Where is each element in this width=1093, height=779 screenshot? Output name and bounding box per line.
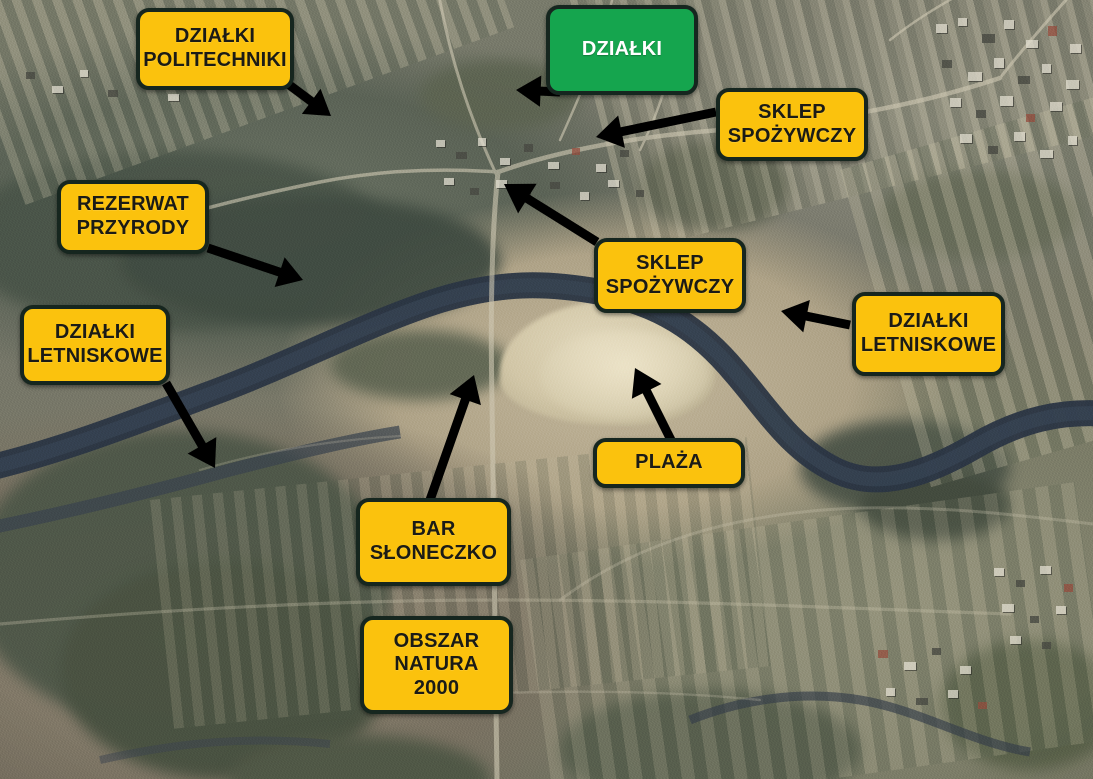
map-label-text-dzialki-letniskowe-prawo: DZIAŁKI LETNISKOWE: [860, 310, 997, 356]
map-label-text-bar-sloneczko: BAR SŁONECZKO: [369, 518, 498, 564]
map-label-dzialki-letniskowe-prawo[interactable]: DZIAŁKI LETNISKOWE: [852, 292, 1005, 376]
sandy-beach-highlight: [540, 330, 710, 420]
village-cluster-northeast: [930, 10, 1093, 175]
map-label-obszar-natura-2000[interactable]: OBSZAR NATURA 2000: [360, 616, 513, 714]
map-label-dzialki-politechniki[interactable]: DZIAŁKI POLITECHNIKI: [136, 8, 294, 90]
map-label-text-plaza: PLAŻA: [635, 451, 703, 474]
map-label-text-rezerwat-przyrody: REZERWAT PRZYRODY: [76, 193, 190, 239]
map-label-text-dzialki-politechniki: DZIAŁKI POLITECHNIKI: [143, 25, 287, 71]
map-label-plaza[interactable]: PLAŻA: [593, 438, 745, 488]
village-cluster-south: [870, 640, 1010, 730]
map-label-text-obszar-natura-2000: OBSZAR NATURA 2000: [393, 629, 480, 699]
village-cluster-southeast: [990, 560, 1093, 660]
map-label-sklep-spozywczy-srodek[interactable]: SKLEP SPOŻYWCZY: [594, 238, 746, 313]
map-label-bar-sloneczko[interactable]: BAR SŁONECZKO: [356, 498, 511, 586]
map-label-rezerwat-przyrody[interactable]: REZERWAT PRZYRODY: [57, 180, 209, 254]
map-label-text-sklep-spozywczy-srodek: SKLEP SPOŻYWCZY: [605, 251, 735, 298]
map-label-text-dzialki-letniskowe-lewo: DZIAŁKI LETNISKOWE: [27, 321, 163, 367]
map-label-text-sklep-spozywczy-gora: SKLEP SPOŻYWCZY: [727, 100, 857, 147]
map-label-dzialki[interactable]: DZIAŁKI: [546, 5, 698, 95]
map-label-dzialki-letniskowe-lewo[interactable]: DZIAŁKI LETNISKOWE: [20, 305, 170, 385]
map-label-text-dzialki: DZIAŁKI: [581, 38, 663, 61]
map-label-sklep-spozywczy-gora[interactable]: SKLEP SPOŻYWCZY: [716, 88, 868, 161]
